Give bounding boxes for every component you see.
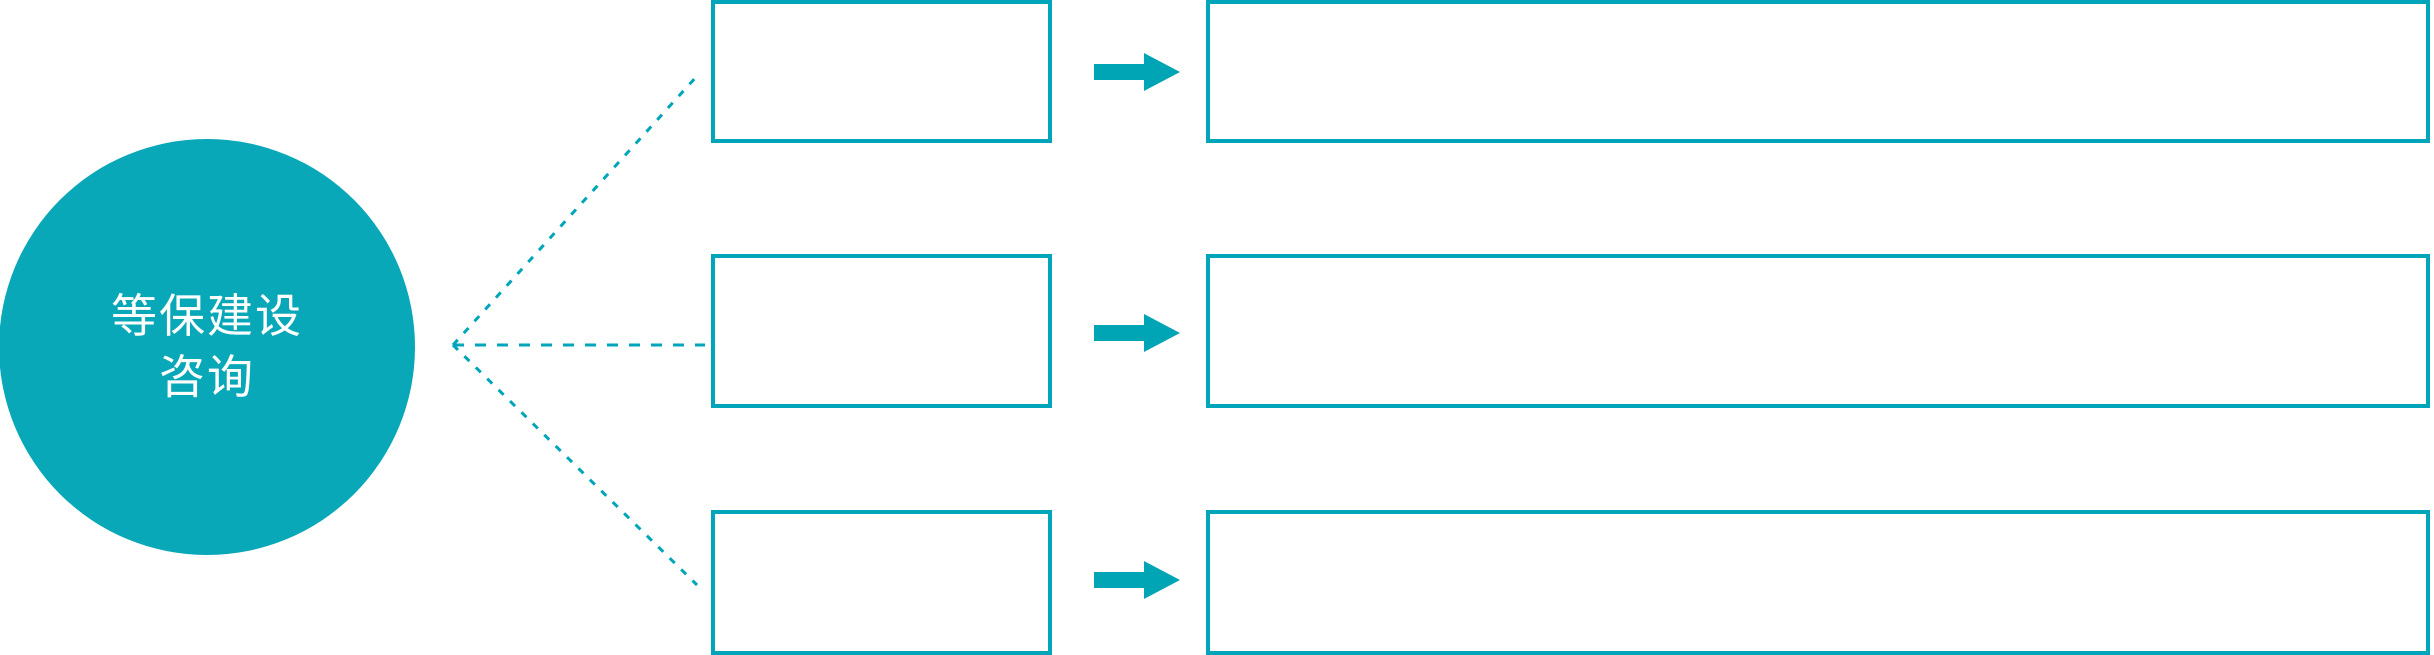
flow-row — [0, 254, 2434, 408]
arrow-right-icon — [1094, 53, 1180, 91]
hub-circle: 等保建设 咨询 — [0, 139, 415, 555]
detail-box[interactable] — [1206, 510, 2430, 655]
detail-box[interactable] — [1206, 254, 2430, 408]
hub-title-line-2: 咨询 — [159, 351, 255, 403]
arrow-right-icon — [1094, 561, 1180, 599]
flow-row — [0, 0, 2434, 143]
flow-row — [0, 510, 2434, 655]
stage-box[interactable] — [711, 0, 1052, 143]
arrow-right-icon — [1094, 314, 1180, 352]
detail-box[interactable] — [1206, 0, 2430, 143]
hub-title-line-1: 等保建设 — [111, 290, 303, 343]
stage-box[interactable] — [711, 510, 1052, 655]
stage-box[interactable] — [711, 254, 1052, 408]
